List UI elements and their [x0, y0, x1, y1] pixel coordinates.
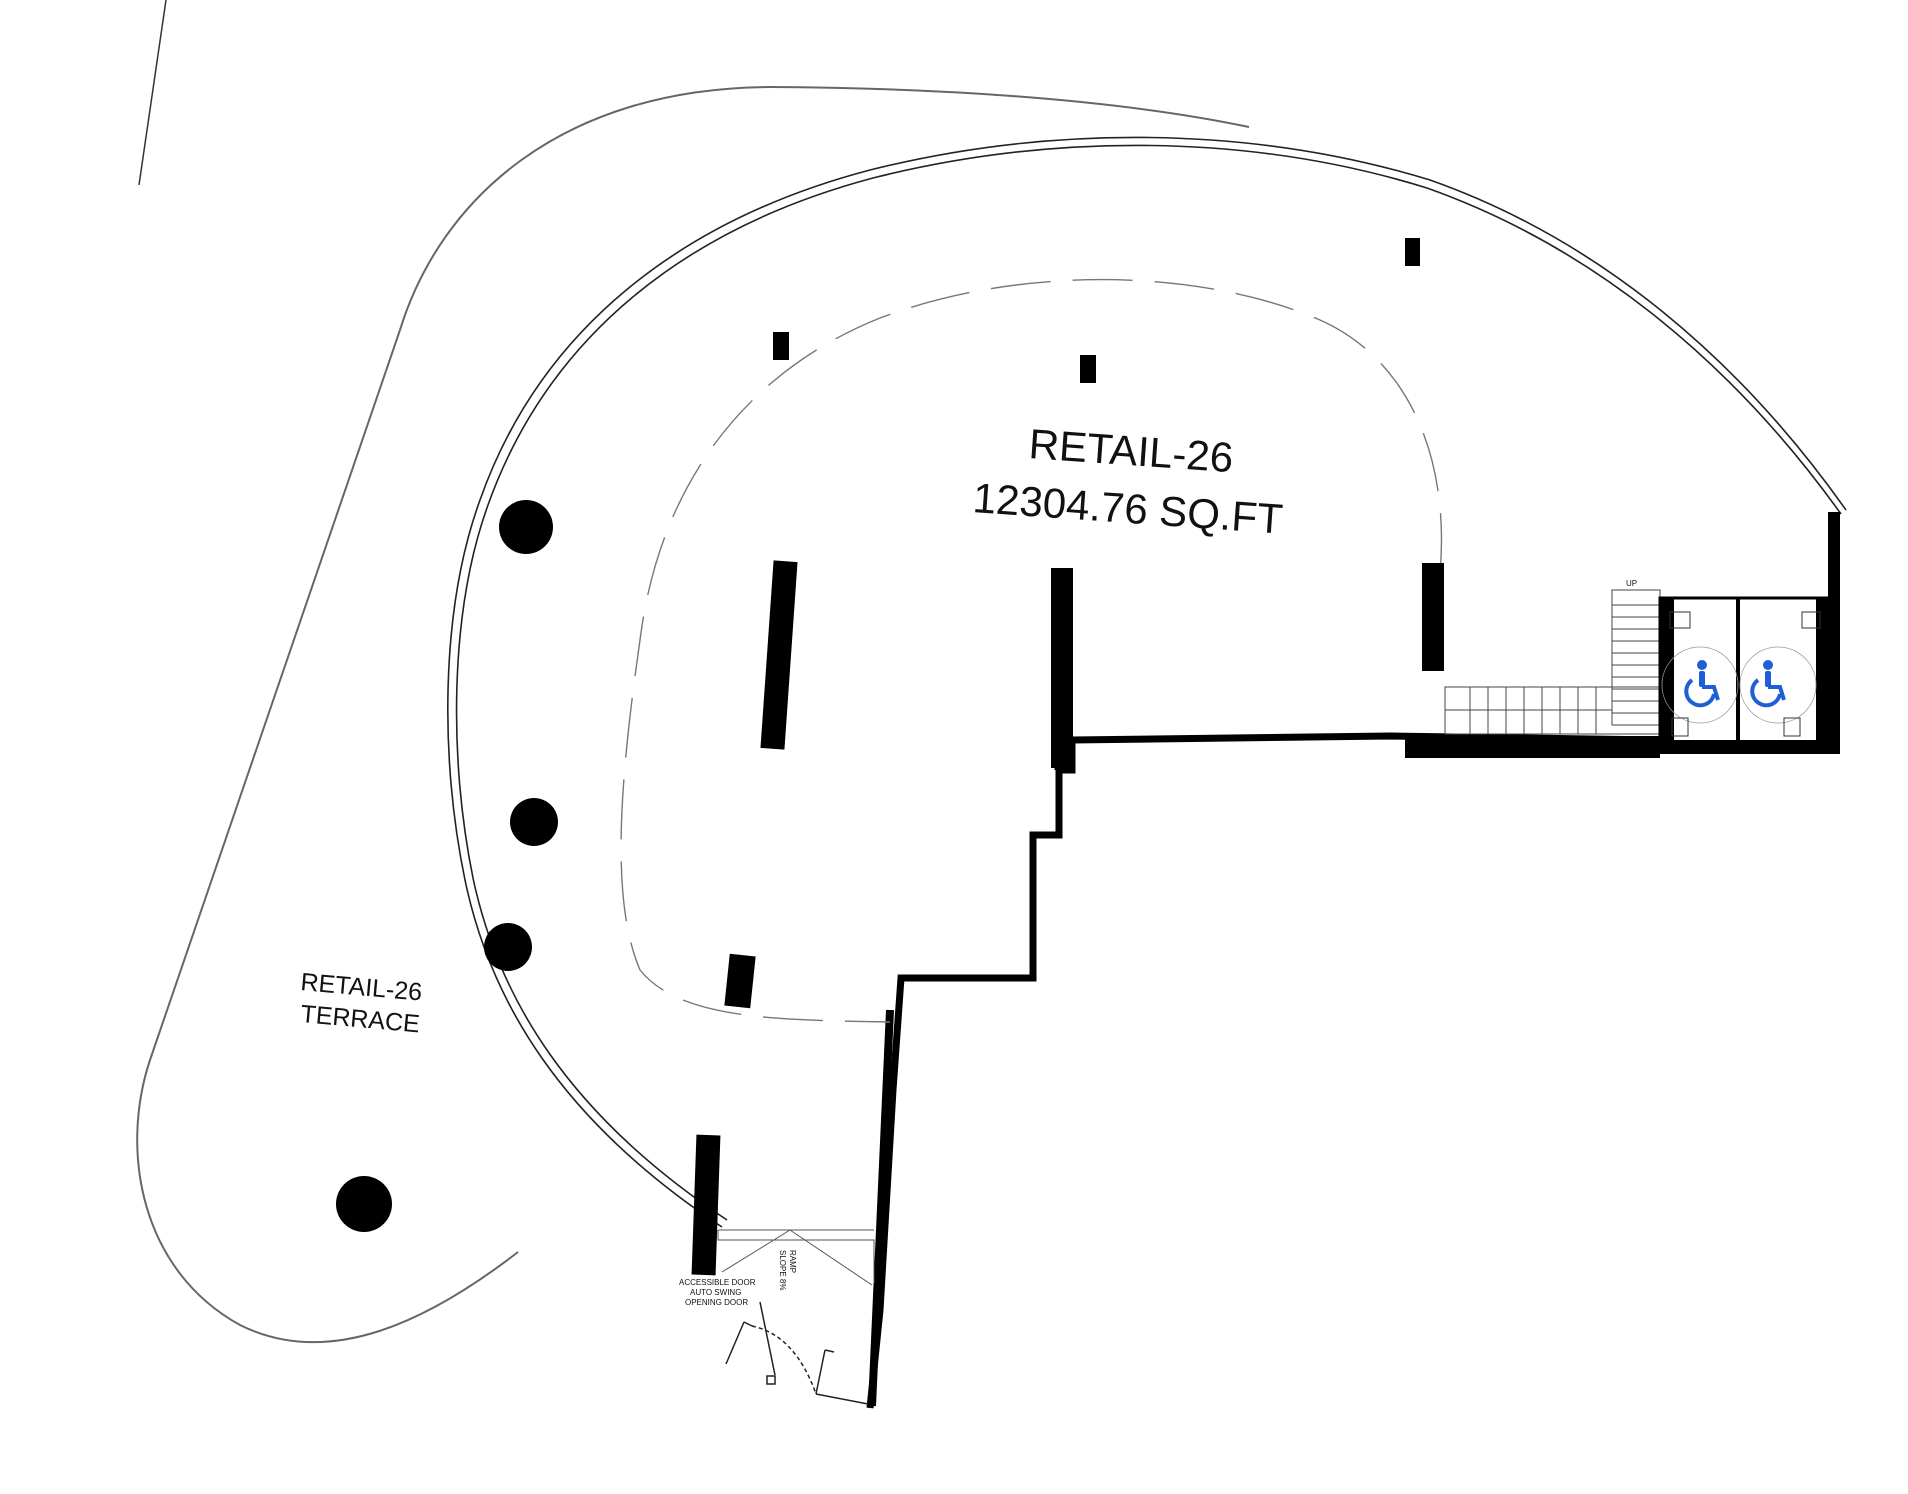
round-column: [484, 923, 532, 971]
door-label-line1: ACCESSIBLE DOOR: [679, 1278, 756, 1287]
column: [724, 953, 756, 1009]
building-facade-inner: [455, 144, 1842, 1221]
stair: [1444, 589, 1661, 735]
interior-pier: [760, 560, 798, 750]
unit-name: RETAIL-26: [1027, 420, 1234, 481]
stair-up-label: UP: [1626, 579, 1637, 588]
corridor-wall: [868, 1009, 894, 1407]
interior-pier: [691, 1134, 721, 1276]
ramp-label-line2: SLOPE 8%: [778, 1250, 787, 1290]
interior-pier: [1051, 568, 1073, 768]
interior-pier: [1422, 563, 1444, 671]
site-line: [138, 0, 167, 186]
round-column: [499, 500, 553, 554]
bulkhead-dashed: [620, 278, 1443, 1023]
column: [773, 332, 789, 360]
terrace-sub: TERRACE: [299, 1000, 420, 1038]
accessibility-icon: [1750, 660, 1786, 708]
round-column: [510, 798, 558, 846]
south-wall-block: [1405, 736, 1660, 758]
column: [1405, 238, 1420, 266]
door-label-line2: AUTO SWING: [690, 1288, 741, 1297]
interior-wall: [866, 732, 1661, 1409]
round-column: [336, 1176, 392, 1232]
building-facade-outer: [447, 136, 1847, 1228]
door-label-line3: OPENING DOOR: [685, 1298, 748, 1307]
accessibility-icon: [1684, 660, 1720, 708]
entrance-door: [725, 1301, 869, 1405]
unit-area: 12304.76 SQ.FT: [971, 474, 1284, 543]
column: [1080, 355, 1096, 383]
ramp-label-line1: RAMP: [788, 1250, 797, 1273]
ramp: [717, 1229, 875, 1286]
terrace-outline: [136, 85, 1250, 1344]
washroom-block: [1658, 596, 1832, 744]
